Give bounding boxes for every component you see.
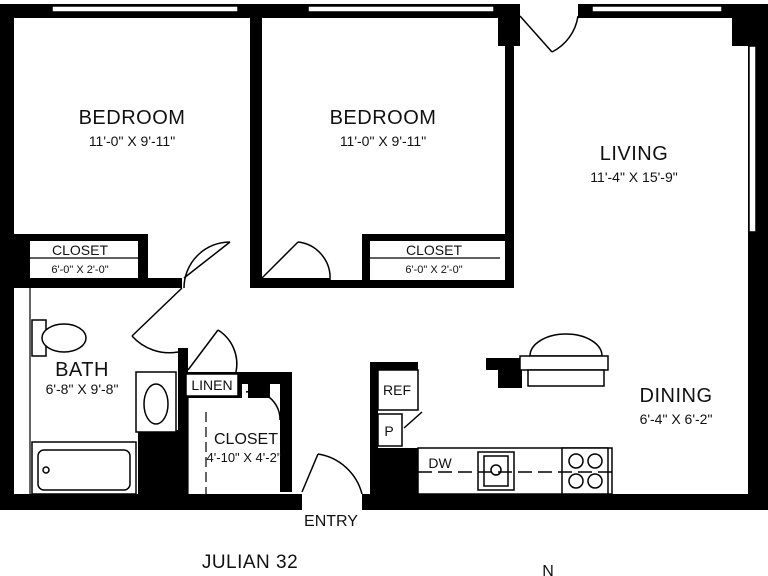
- room-name-living: LIVING: [600, 143, 669, 165]
- door-swing-living: [519, 15, 553, 53]
- closet-lines: [14, 257, 500, 494]
- label-entry: ENTRY: [304, 513, 358, 530]
- room-name-bedroom-1: BEDROOM: [79, 107, 186, 129]
- windows: [51, 5, 757, 233]
- room-dims-bedroom-1: 11'-0" X 9'-11": [89, 133, 175, 149]
- pantry: [377, 413, 403, 447]
- compass-north: N: [542, 563, 554, 576]
- room-name-bath: BATH: [55, 359, 109, 381]
- bath-fixtures: [31, 319, 177, 495]
- refrigerator: [377, 369, 419, 411]
- room-dims-closet-bed-1: 6'-0" X 2'-0": [51, 264, 108, 276]
- door-swing-entry: [301, 453, 319, 493]
- doors: [131, 15, 579, 495]
- plan-title: JULIAN 32: [202, 552, 298, 573]
- label-ref: REF: [383, 382, 411, 398]
- room-dims-living: 11'-4" X 15'-9": [590, 169, 677, 185]
- room-name-closet-bed-2: CLOSET: [406, 242, 462, 258]
- room-name-dining: DINING: [640, 385, 713, 407]
- room-dims-dining: 6'-4" X 6'-2": [640, 411, 713, 427]
- toilet-bowl: [41, 323, 87, 353]
- room-name-closet-entry: CLOSET: [214, 431, 278, 448]
- room-dims-closet-bed-2: 6'-0" X 2'-0": [405, 264, 462, 276]
- labels: BEDROOM 11'-0" X 9'-11" BEDROOM 11'-0" X…: [46, 107, 713, 576]
- kitchen-fixtures: [377, 333, 613, 495]
- door-swing-bath: [131, 287, 183, 337]
- range: [561, 447, 609, 495]
- room-dims-bath: 6'-8" X 9'-8": [46, 381, 119, 397]
- label-dishwasher: DW: [428, 455, 452, 471]
- door-swing-closet: [245, 390, 281, 421]
- door-swing-linen: [187, 329, 219, 371]
- room-name-bedroom-2: BEDROOM: [330, 107, 437, 129]
- dining-light: [529, 333, 603, 357]
- label-linen: LINEN: [191, 377, 232, 393]
- door-swing-bedroom-1: [183, 241, 231, 279]
- door-swing-bedroom-2: [261, 241, 299, 279]
- room-name-closet-bed-1: CLOSET: [52, 242, 108, 258]
- walls: [0, 4, 768, 510]
- label-pantry: P: [384, 423, 393, 439]
- bath-sink-basin: [143, 383, 169, 425]
- room-dims-closet-entry: 4'-10" X 4'-2": [207, 450, 282, 465]
- room-dims-bedroom-2: 11'-0" X 9'-11": [340, 133, 426, 149]
